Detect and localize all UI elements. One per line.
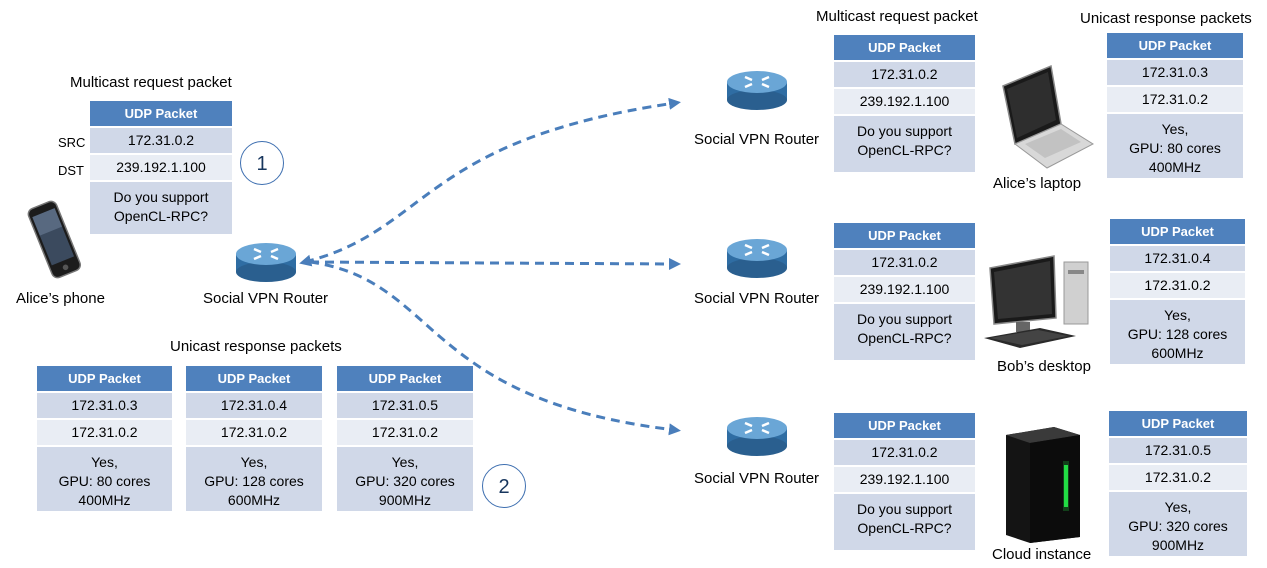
device-label-1: Alice’s laptop	[993, 175, 1082, 192]
packet-header: UDP Packet	[1110, 219, 1245, 246]
router-icon	[725, 66, 789, 117]
packet-src: 172.31.0.5	[1109, 438, 1247, 465]
dst-label: DST	[58, 163, 84, 178]
packet-src: 172.31.0.4	[186, 393, 322, 420]
packet-src: 172.31.0.2	[834, 62, 975, 89]
packet-payload: Do you support OpenCL-RPC?	[90, 182, 232, 234]
packet-header: UDP Packet	[834, 413, 975, 440]
step-2-circle: 2	[482, 464, 526, 508]
packet-header: UDP Packet	[337, 366, 473, 393]
packet-payload: Yes, GPU: 80 cores 400MHz	[37, 447, 172, 511]
packet-payload: Do you support OpenCL-RPC?	[834, 494, 975, 550]
response-packet-2: UDP Packet 172.31.0.4 172.31.0.2 Yes, GP…	[1110, 219, 1245, 364]
packet-dst: 239.192.1.100	[834, 277, 975, 304]
arrow-to-cloud-router	[309, 260, 681, 436]
step-1-circle: 1	[240, 141, 284, 185]
packet-header: UDP Packet	[37, 366, 172, 393]
packet-header: UDP Packet	[90, 101, 232, 128]
packet-src: 172.31.0.2	[834, 440, 975, 467]
left-request-caption: Multicast request packet	[70, 74, 232, 91]
packet-dst: 172.31.0.2	[337, 420, 473, 447]
packet-header: UDP Packet	[834, 35, 975, 62]
arrow-to-laptop-router	[299, 97, 681, 267]
desktop-computer-icon	[980, 252, 1100, 357]
phone-label: Alice’s phone	[16, 290, 105, 307]
packet-src: 172.31.0.5	[337, 393, 473, 420]
packet-payload: Yes, GPU: 80 cores 400MHz	[1107, 114, 1243, 178]
router-label-1: Social VPN Router	[694, 131, 820, 148]
request-packet-2: UDP Packet 172.31.0.2 239.192.1.100 Do y…	[834, 223, 975, 360]
packet-dst: 172.31.0.2	[1110, 273, 1245, 300]
packet-payload: Yes, GPU: 128 cores 600MHz	[1110, 300, 1245, 364]
packet-dst: 172.31.0.2	[186, 420, 322, 447]
packet-header: UDP Packet	[1109, 411, 1247, 438]
packet-dst: 172.31.0.2	[1107, 87, 1243, 114]
packet-src: 172.31.0.2	[834, 250, 975, 277]
response-packet-3: UDP Packet 172.31.0.5 172.31.0.2 Yes, GP…	[1109, 411, 1247, 556]
router-icon	[725, 234, 789, 285]
response-packet-1: UDP Packet 172.31.0.3 172.31.0.2 Yes, GP…	[1107, 33, 1243, 178]
right-responses-caption: Unicast response packets	[1080, 10, 1252, 27]
packet-dst: 239.192.1.100	[834, 467, 975, 494]
packet-header: UDP Packet	[834, 223, 975, 250]
packet-payload: Do you support OpenCL-RPC?	[834, 116, 975, 172]
laptop-icon	[985, 62, 1097, 175]
packet-dst: 239.192.1.100	[90, 155, 232, 182]
packet-payload: Yes, GPU: 128 cores 600MHz	[186, 447, 322, 511]
packet-dst: 172.31.0.2	[37, 420, 172, 447]
router-label-2: Social VPN Router	[694, 290, 820, 307]
packet-payload: Yes, GPU: 320 cores 900MHz	[1109, 492, 1247, 556]
packet-dst: 239.192.1.100	[834, 89, 975, 116]
request-packet-1: UDP Packet 172.31.0.2 239.192.1.100 Do y…	[834, 35, 975, 172]
packet-src: 172.31.0.3	[37, 393, 172, 420]
src-label: SRC	[58, 135, 86, 150]
left-responses-caption: Unicast response packets	[170, 338, 342, 355]
router-icon	[725, 412, 789, 463]
packet-header: UDP Packet	[1107, 33, 1243, 60]
packet-dst: 172.31.0.2	[1109, 465, 1247, 492]
left-router-label: Social VPN Router	[203, 290, 329, 307]
right-request-caption: Multicast request packet	[816, 8, 978, 25]
arrow-to-desktop-router	[309, 257, 681, 270]
device-label-3: Cloud instance	[992, 546, 1092, 563]
device-label-2: Bob’s desktop	[997, 358, 1091, 375]
left-response-packet-2: UDP Packet 172.31.0.4 172.31.0.2 Yes, GP…	[186, 366, 322, 511]
packet-src: 172.31.0.3	[1107, 60, 1243, 87]
left-request-packet: UDP Packet 172.31.0.2 239.192.1.100 Do y…	[90, 101, 232, 234]
packet-src: 172.31.0.4	[1110, 246, 1245, 273]
packet-payload: Do you support OpenCL-RPC?	[834, 304, 975, 360]
server-tower-icon	[1000, 425, 1086, 548]
packet-src: 172.31.0.2	[90, 128, 232, 155]
request-packet-3: UDP Packet 172.31.0.2 239.192.1.100 Do y…	[834, 413, 975, 550]
router-icon	[234, 238, 298, 289]
left-response-packet-1: UDP Packet 172.31.0.3 172.31.0.2 Yes, GP…	[37, 366, 172, 511]
packet-header: UDP Packet	[186, 366, 322, 393]
packet-payload: Yes, GPU: 320 cores 900MHz	[337, 447, 473, 511]
router-label-3: Social VPN Router	[694, 470, 820, 487]
left-response-packet-3: UDP Packet 172.31.0.5 172.31.0.2 Yes, GP…	[337, 366, 473, 511]
smartphone-icon	[26, 196, 86, 291]
